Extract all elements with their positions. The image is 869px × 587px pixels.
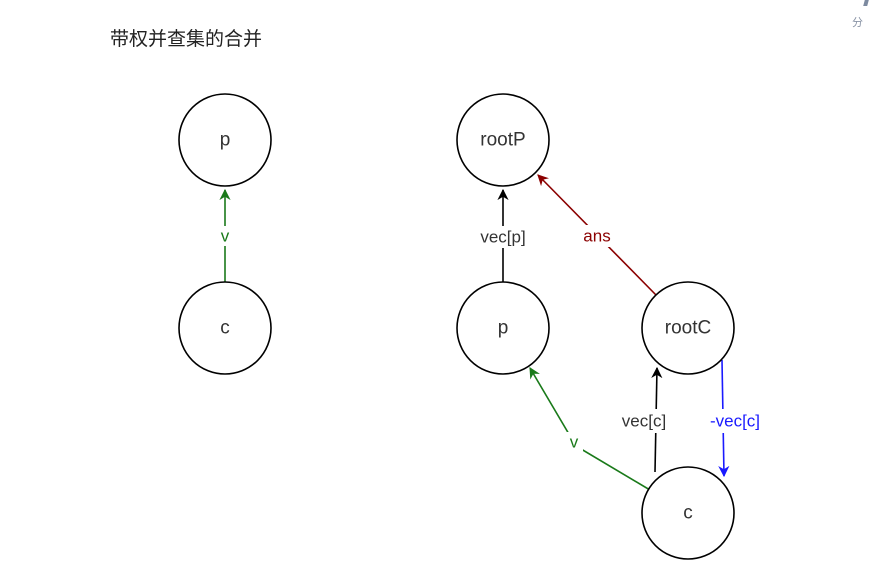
node-c-left[interactable]: c [178, 281, 272, 375]
edge-label-ans: ans [583, 227, 610, 246]
node-label: c [683, 503, 693, 524]
node-label: c [220, 318, 230, 339]
edge-rootC-to-rootP: ans [537, 174, 657, 296]
node-rootC[interactable]: rootC [641, 281, 735, 375]
edge-c-to-p-left: v [216, 188, 234, 283]
node-rootP[interactable]: rootP [456, 93, 550, 187]
corner-text: 分 [852, 16, 863, 29]
node-label: rootP [480, 130, 525, 151]
node-label: p [220, 130, 231, 151]
node-label: rootC [665, 318, 711, 339]
edge-c-to-p: v [529, 367, 651, 491]
node-label: p [498, 318, 509, 339]
diagram-title: 带权并查集的合并 [110, 28, 263, 50]
node-p-left[interactable]: p [178, 93, 272, 187]
edge-rootC-to-c: -vec[c] [695, 359, 775, 478]
edge-c-to-rootC: vec[c] [610, 366, 678, 473]
edge-label-vec-c: vec[c] [622, 412, 666, 431]
edge-label-v: v [570, 433, 579, 452]
node-p[interactable]: p [456, 281, 550, 375]
node-c[interactable]: c [641, 466, 735, 560]
edge-p-to-rootP: vec[p] [470, 188, 536, 282]
edge-label-vec-p: vec[p] [480, 228, 525, 247]
edge-label-v-left: v [221, 227, 230, 246]
edge-label-neg-vec-c: -vec[c] [710, 412, 760, 431]
